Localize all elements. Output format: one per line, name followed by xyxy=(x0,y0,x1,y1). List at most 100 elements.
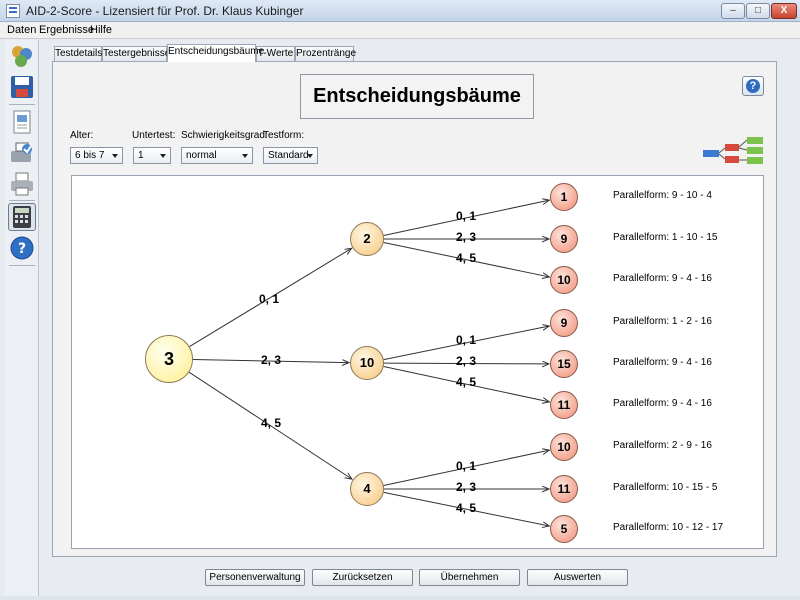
edge-label: 2, 3 xyxy=(456,354,477,368)
tab-prozentraenge[interactable]: Prozentränge xyxy=(295,46,356,62)
document-icon[interactable] xyxy=(8,108,36,136)
edge-label: 0, 1 xyxy=(456,333,477,347)
tree-edge xyxy=(188,371,352,479)
leaf-node: 15 xyxy=(550,350,578,378)
testform-select[interactable]: Standard xyxy=(263,147,318,164)
edge-label: 2, 3 xyxy=(261,353,282,367)
parallelform-label: Parallelform: 9 - 4 - 16 xyxy=(613,357,712,368)
svg-text:?: ? xyxy=(18,241,26,257)
page-title: Entscheidungsbäume xyxy=(300,74,534,119)
edge-label: 4, 5 xyxy=(456,501,477,515)
parallelform-label: Parallelform: 1 - 2 - 16 xyxy=(613,316,712,327)
zuruecksetzen-button[interactable]: Zurücksetzen xyxy=(312,569,413,586)
edge-label: 2, 3 xyxy=(456,480,477,494)
close-button[interactable]: X xyxy=(771,3,797,19)
schwierigkeitsgrad-select[interactable]: normal xyxy=(181,147,253,164)
leaf-node: 9 xyxy=(550,225,578,253)
tree-edge xyxy=(383,363,549,364)
alter-select[interactable]: 6 bis 7 xyxy=(70,147,123,164)
tree-edge xyxy=(192,358,349,362)
parallelform-label: Parallelform: 2 - 9 - 16 xyxy=(613,440,712,451)
leaf-node: 9 xyxy=(550,309,578,337)
parallelform-label: Parallelform: 9 - 4 - 16 xyxy=(613,273,712,284)
tab-testdetails[interactable]: Testdetails xyxy=(54,46,102,62)
decision-tree-icon xyxy=(703,132,767,174)
chevron-down-icon xyxy=(160,154,166,158)
leaf-node: 5 xyxy=(550,515,578,543)
leaf-node: 11 xyxy=(550,391,578,419)
parallelform-label: Parallelform: 9 - 4 - 16 xyxy=(613,398,712,409)
parallelform-label: Parallelform: 10 - 12 - 17 xyxy=(613,522,724,533)
tab-entscheidungsbaeume[interactable]: Entscheidungsbäume xyxy=(167,44,264,62)
alter-label: Alter: xyxy=(70,130,94,141)
auswerten-button[interactable]: Auswerten xyxy=(527,569,628,586)
help-icon[interactable]: ? xyxy=(8,234,36,262)
app-icon xyxy=(6,4,20,18)
edge-label: 2, 3 xyxy=(456,230,477,244)
tree-edge xyxy=(189,248,352,347)
parallelform-label: Parallelform: 9 - 10 - 4 xyxy=(613,190,712,201)
leaf-node: 10 xyxy=(550,433,578,461)
decision-tree: 0, 1 2, 3 4, 5 0, 1 2, 3 4, 5 0, 1 2, 3 4, 5 0, 1… xyxy=(71,175,764,549)
edge-label: 4, 5 xyxy=(261,416,282,430)
toolbar-separator xyxy=(9,265,35,266)
tree-edge xyxy=(383,241,550,276)
untertest-label: Untertest: xyxy=(132,130,176,141)
calculator-icon[interactable] xyxy=(8,203,36,231)
tree-edge xyxy=(383,491,550,526)
parallelform-label: Parallelform: 1 - 10 - 15 xyxy=(613,232,718,243)
toolbar-separator xyxy=(9,200,35,201)
edge-label: 0, 1 xyxy=(456,209,477,223)
personenverwaltung-button[interactable]: Personenverwaltung xyxy=(205,569,305,586)
uebernehmen-button[interactable]: Übernehmen xyxy=(419,569,520,586)
tree-edge xyxy=(383,366,550,402)
tree-edge xyxy=(383,200,550,236)
edge-label: 4, 5 xyxy=(456,375,477,389)
tree-node: 10 xyxy=(350,346,384,380)
chevron-down-icon xyxy=(112,154,118,158)
chevron-down-icon xyxy=(242,154,248,158)
testform-value: Standard xyxy=(268,150,309,161)
edge-label: 0, 1 xyxy=(259,292,280,306)
minimize-button[interactable]: – xyxy=(721,3,745,19)
tab-t-werte[interactable]: T-Werte xyxy=(256,46,295,62)
chevron-down-icon xyxy=(307,154,313,158)
main-area: Testdetails Testergebnisse Entscheidungs… xyxy=(52,44,780,562)
untertest-value: 1 xyxy=(138,150,144,161)
save-icon[interactable] xyxy=(8,73,36,101)
help-icon: ? xyxy=(746,79,760,93)
print-preview-icon[interactable] xyxy=(8,139,36,167)
window-title: AID-2-Score - Lizensiert für Prof. Dr. K… xyxy=(26,4,304,18)
root-node: 3 xyxy=(145,335,193,383)
tab-testergebnisse[interactable]: Testergebnisse xyxy=(102,46,170,62)
menu-ergebnisse[interactable]: Ergebnisse xyxy=(39,24,95,36)
edge-label: 0, 1 xyxy=(456,459,477,473)
help-button[interactable]: ? xyxy=(742,76,764,96)
tree-node: 4 xyxy=(350,472,384,506)
testform-label: Testform: xyxy=(263,130,305,141)
menu-bar: Daten Ergebnisse Hilfe xyxy=(0,22,800,39)
printer-icon[interactable] xyxy=(8,170,36,198)
leaf-node: 11 xyxy=(550,475,578,503)
status-strip xyxy=(0,596,800,600)
schwierigkeitsgrad-label: Schwierigkeitsgrad: xyxy=(181,130,268,141)
title-bar: AID-2-Score - Lizensiert für Prof. Dr. K… xyxy=(0,0,800,22)
schwierigkeitsgrad-value: normal xyxy=(186,150,217,161)
menu-hilfe[interactable]: Hilfe xyxy=(90,24,113,36)
maximize-button[interactable]: □ xyxy=(746,3,770,19)
tree-edge xyxy=(383,326,550,361)
persons-icon[interactable] xyxy=(8,42,36,70)
alter-value: 6 bis 7 xyxy=(75,150,105,161)
left-toolbar: ? xyxy=(5,40,39,596)
leaf-node: 1 xyxy=(550,183,578,211)
menu-daten[interactable]: Daten xyxy=(7,24,37,36)
parallelform-label: Parallelform: 10 - 15 - 5 xyxy=(613,482,718,493)
tree-edge xyxy=(383,450,550,486)
untertest-select[interactable]: 1 xyxy=(133,147,171,164)
toolbar-separator xyxy=(9,104,35,105)
leaf-node: 10 xyxy=(550,266,578,294)
edge-label: 4, 5 xyxy=(456,251,477,265)
tree-edges xyxy=(188,176,763,548)
decision-tree-panel: Entscheidungsbäume ? Alter: 6 bis 7 Unte… xyxy=(52,61,777,557)
tree-node: 2 xyxy=(350,222,384,256)
